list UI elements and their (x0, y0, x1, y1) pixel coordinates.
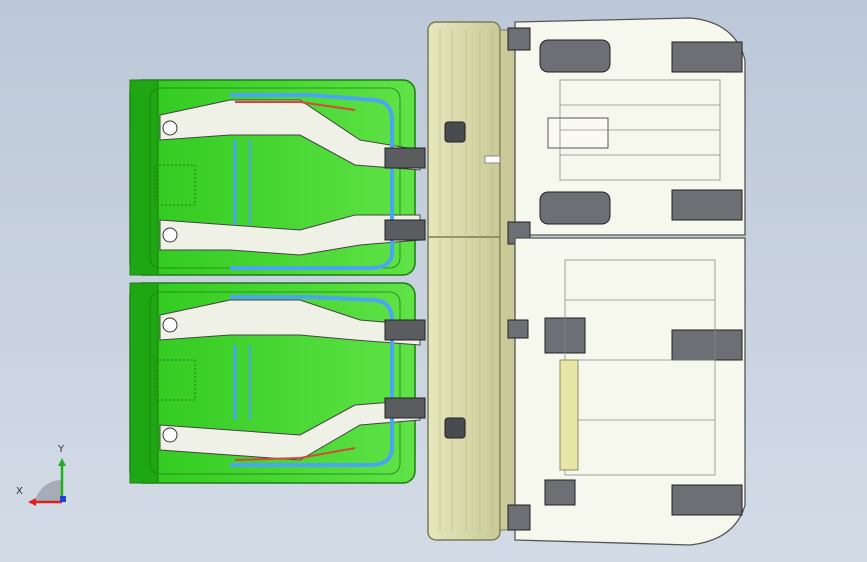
view-orientation-triad[interactable]: X Y (14, 440, 84, 510)
triad-x-label: X (16, 486, 23, 497)
green-cushion-upper[interactable] (129, 79, 426, 276)
triad-y-label: Y (58, 444, 65, 455)
beige-seatback-panel[interactable] (427, 21, 526, 541)
seat-frame-lower[interactable] (507, 237, 746, 546)
triad-axes-icon (28, 458, 66, 506)
green-cushion-lower[interactable] (129, 282, 426, 484)
seat-frame-upper[interactable] (507, 17, 746, 245)
